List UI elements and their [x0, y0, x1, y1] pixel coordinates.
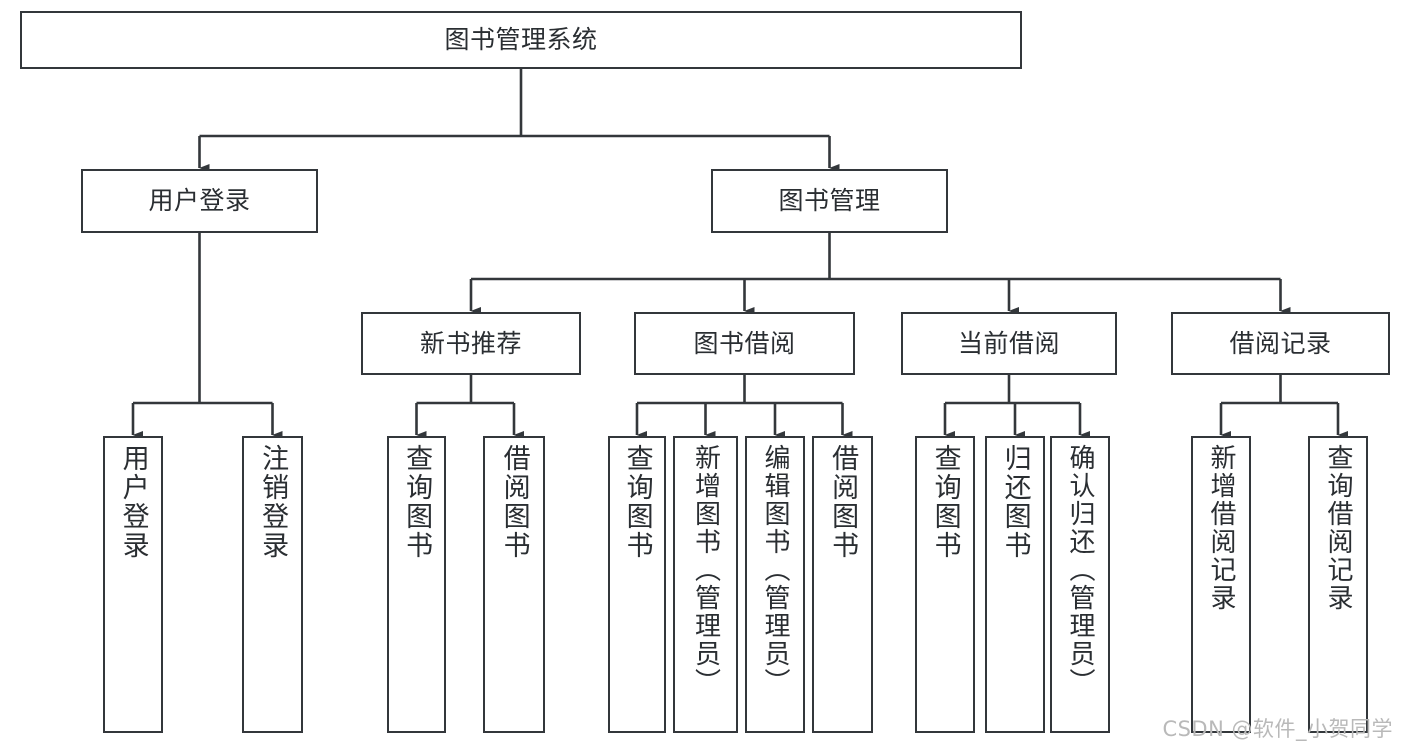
node-leaf-user-login[interactable]: 用户登录 — [103, 436, 163, 733]
node-label: 图书管理系统 — [444, 25, 598, 55]
node-new-book-rec[interactable]: 新书推荐 — [361, 312, 581, 375]
node-label: 用户登录 — [148, 186, 251, 216]
node-book-borrow[interactable]: 图书借阅 — [634, 312, 855, 375]
watermark: CSDN @软件_小贺同学 — [1162, 717, 1393, 741]
node-label: 新书推荐 — [419, 328, 522, 358]
node-book-manage[interactable]: 图书管理 — [711, 169, 948, 233]
node-leaf-confirm-ret[interactable]: 确认归还（管理员） — [1050, 436, 1110, 733]
node-leaf-logout[interactable]: 注销登录 — [242, 436, 303, 733]
node-label: 图书管理 — [778, 186, 881, 216]
node-user-login[interactable]: 用户登录 — [81, 169, 318, 233]
node-label: 新增借阅记录 — [1206, 444, 1237, 612]
node-leaf-query-book-1[interactable]: 查询图书 — [387, 436, 446, 733]
node-label: 借阅图书 — [827, 444, 859, 560]
node-label: 借阅记录 — [1229, 328, 1332, 358]
node-label: 查询图书 — [621, 444, 653, 560]
node-label: 编辑图书（管理员） — [760, 444, 791, 696]
node-label: 归还图书 — [999, 444, 1031, 560]
node-label: 查询图书 — [929, 444, 961, 560]
node-leaf-query-book-2[interactable]: 查询图书 — [608, 436, 666, 733]
node-leaf-edit-book[interactable]: 编辑图书（管理员） — [745, 436, 805, 733]
node-label: 图书借阅 — [693, 328, 796, 358]
node-label: 注销登录 — [257, 444, 289, 560]
node-current-borrow[interactable]: 当前借阅 — [901, 312, 1117, 375]
node-label: 确认归还（管理员） — [1065, 444, 1096, 696]
node-label: 新增图书（管理员） — [690, 444, 721, 696]
node-label: 查询借阅记录 — [1323, 444, 1354, 612]
node-leaf-add-book[interactable]: 新增图书（管理员） — [673, 436, 738, 733]
node-borrow-record[interactable]: 借阅记录 — [1171, 312, 1390, 375]
node-leaf-query-book-3[interactable]: 查询图书 — [915, 436, 975, 733]
node-leaf-return-book[interactable]: 归还图书 — [985, 436, 1045, 733]
node-leaf-query-record[interactable]: 查询借阅记录 — [1308, 436, 1368, 733]
node-leaf-borrow-book-1[interactable]: 借阅图书 — [483, 436, 545, 733]
node-label: 用户登录 — [117, 444, 149, 560]
node-leaf-add-record[interactable]: 新增借阅记录 — [1191, 436, 1251, 733]
node-label: 借阅图书 — [498, 444, 530, 560]
node-label: 查询图书 — [401, 444, 433, 560]
node-root[interactable]: 图书管理系统 — [20, 11, 1022, 69]
node-leaf-borrow-book-2[interactable]: 借阅图书 — [812, 436, 873, 733]
node-label: 当前借阅 — [957, 328, 1060, 358]
